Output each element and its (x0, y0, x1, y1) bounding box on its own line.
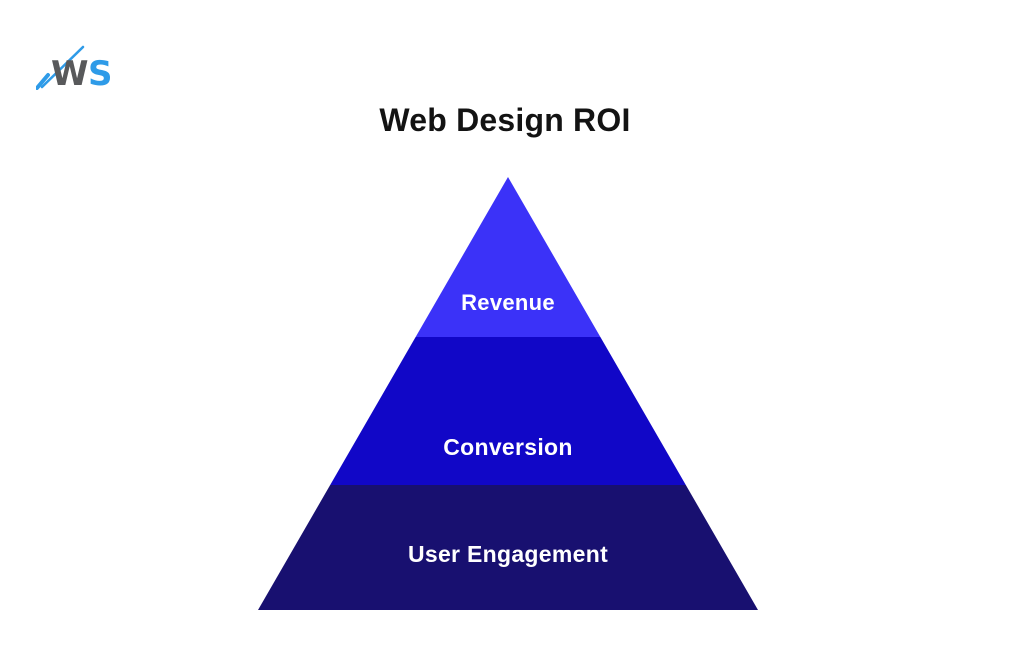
logo-letter-s: S (88, 54, 113, 90)
ws-logo-graphic: W S (36, 45, 113, 90)
logo-long-slash-icon (40, 45, 85, 89)
pyramid-level-label: User Engagement (407, 541, 609, 567)
ws-logo: W S (36, 44, 128, 90)
pyramid-level-conversion: Conversion (258, 337, 758, 485)
pyramid-level-revenue: Revenue (258, 177, 758, 337)
page-title: Web Design ROI (379, 102, 631, 138)
pyramid-level-label: Conversion (443, 434, 573, 460)
pyramid-level-label: Revenue (461, 290, 555, 315)
pyramid-level-user-engagement: User Engagement (258, 485, 758, 610)
logo-letter-w: W (51, 54, 89, 90)
logo-short-slash-icon (36, 73, 50, 90)
roi-pyramid: Revenue Conversion User Engagement (258, 177, 758, 610)
